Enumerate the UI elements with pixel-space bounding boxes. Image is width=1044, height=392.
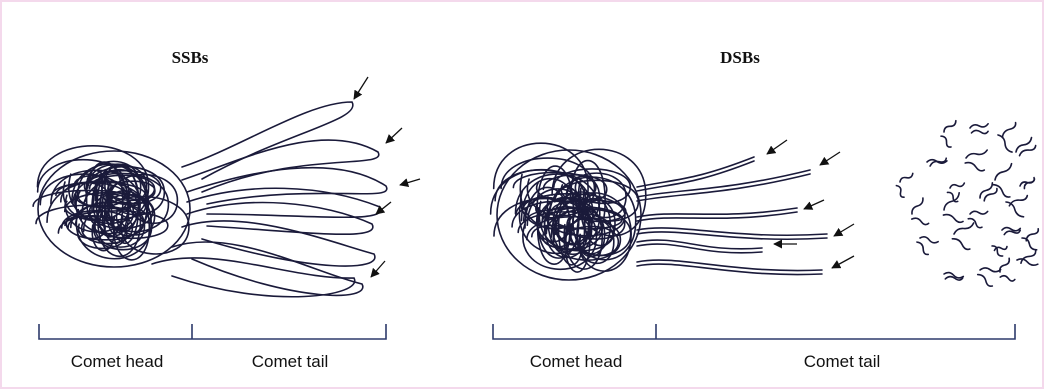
dsb-break-arrows	[767, 140, 854, 268]
dsb-break-arrow	[767, 140, 787, 154]
dsb-fragment	[943, 213, 964, 223]
ssb-break-arrows	[354, 77, 420, 277]
dsb-head-label: Comet head	[530, 352, 623, 371]
dsb-fragment	[991, 245, 1004, 258]
ssb-tail-label: Comet tail	[252, 352, 329, 371]
dsb-fragment	[996, 134, 1013, 154]
dsb-fragment	[970, 122, 989, 130]
dsb-break-arrow	[834, 224, 854, 236]
dsb-comet-tail	[637, 157, 827, 275]
dsb-comet-head	[491, 143, 646, 280]
ssb-break-arrow	[376, 202, 391, 214]
comet-assay-diagram: SSBs DSBs Comet head Comet tail Comet he…	[2, 2, 1042, 387]
dsb-fragment	[976, 273, 993, 288]
dsb-fragment	[970, 209, 988, 216]
dsb-fragment	[971, 129, 988, 135]
dsb-break-arrow	[832, 256, 854, 268]
dsb-tail-label: Comet tail	[804, 352, 881, 371]
dsb-fragment	[1001, 121, 1017, 139]
dsb-fragment	[965, 161, 985, 172]
ssb-comet-tail	[152, 102, 387, 297]
ssb-title: SSBs	[172, 48, 209, 67]
dsb-fragment	[1021, 236, 1038, 251]
dsb-fragment	[951, 237, 971, 251]
ssb-break-arrow	[354, 77, 368, 99]
dsb-fragment	[992, 183, 1011, 199]
ssb-break-arrow	[371, 261, 385, 277]
dsb-fragment	[899, 172, 914, 184]
dsb-fragment	[910, 197, 924, 215]
dsb-fragment	[895, 184, 906, 198]
dsb-break-arrow	[820, 152, 840, 165]
dsb-tail-strand	[637, 212, 797, 221]
dsb-tail-strand	[637, 157, 754, 187]
ssb-tail-strand	[152, 258, 355, 297]
dsb-tail-strand	[637, 260, 822, 270]
dsb-tail-strand	[637, 264, 822, 274]
dsb-fragment	[1000, 275, 1015, 281]
dsb-fragment	[965, 148, 988, 160]
dsb-break-arrow	[804, 200, 824, 209]
ssb-tail-strand	[187, 203, 373, 235]
ssb-bracket	[39, 324, 386, 339]
dsb-fragment	[1008, 194, 1028, 208]
dsb-fragment	[1017, 258, 1039, 266]
dsb-fragment	[1005, 200, 1025, 218]
dsb-fragment	[994, 162, 1013, 181]
dsb-fragment	[916, 241, 930, 256]
dsb-fragment	[983, 187, 998, 202]
dsb-fragment	[940, 135, 953, 149]
dsb-fragment	[929, 156, 947, 167]
dsb-title: DSBs	[720, 48, 760, 67]
ssb-head-label: Comet head	[71, 352, 164, 371]
dsb-fragment	[949, 181, 965, 190]
ssb-break-arrow	[400, 179, 420, 185]
dsb-fragment	[920, 236, 939, 244]
dsb-fragment	[943, 119, 958, 133]
dsb-dna-fragments	[895, 119, 1040, 287]
dsb-fragment	[980, 268, 1001, 272]
ssb-break-arrow	[386, 128, 402, 143]
ssb-comet-head	[33, 146, 190, 267]
dsb-fragment	[911, 217, 929, 225]
dsb-tail-strand	[637, 174, 810, 201]
dsb-tail-strand	[637, 170, 810, 197]
dsb-fragment	[1025, 227, 1040, 242]
dsb-fragment	[994, 245, 1008, 253]
dsb-fragment	[953, 221, 975, 235]
dsb-bracket	[493, 324, 1015, 339]
dsb-fragment	[1023, 176, 1036, 190]
dsb-fragment	[998, 257, 1010, 273]
ssb-tail-strand	[172, 242, 363, 295]
